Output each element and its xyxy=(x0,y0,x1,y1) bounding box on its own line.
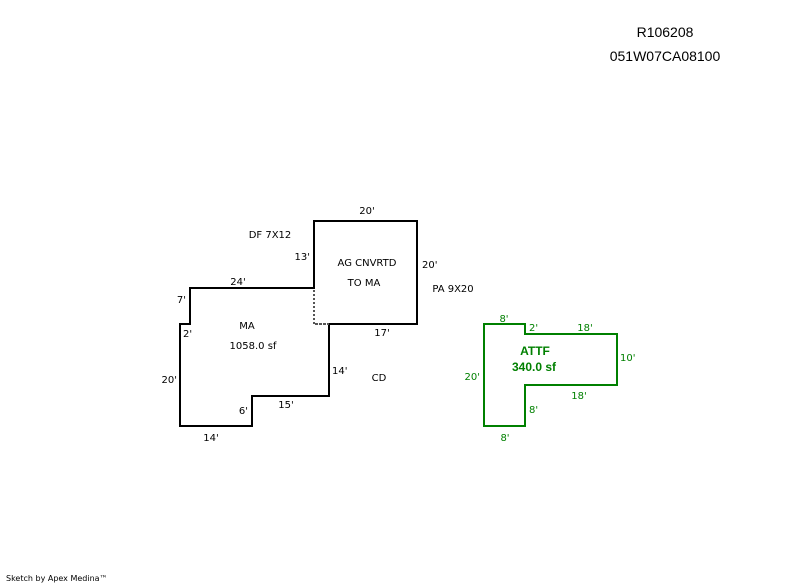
ma-outline xyxy=(179,220,418,427)
ma-dim-bottom: 14' xyxy=(203,433,218,444)
attf-outline xyxy=(483,323,618,427)
ma-dim-step-up: 6' xyxy=(239,406,248,417)
ma-dim-top: 24' xyxy=(230,277,245,288)
ag-dim-right: 20' xyxy=(422,260,437,271)
record-id: R106208 xyxy=(636,24,694,40)
ag-label-line1: AG CNVRTD xyxy=(338,258,397,269)
ma-label: MA xyxy=(239,321,255,332)
ma-dim-left-upper: 7' xyxy=(177,295,186,306)
ma-dim-bottom-right: 15' xyxy=(278,400,293,411)
ag-divider-dotted xyxy=(313,289,329,325)
sketch-credit: Sketch by Apex Medina™ xyxy=(6,574,108,583)
ma-dim-left: 20' xyxy=(162,375,177,386)
ma-dim-right: 14' xyxy=(332,366,347,377)
attf-dim-left: 20' xyxy=(465,372,480,383)
ma-dim-step: 2' xyxy=(183,329,192,340)
attf-dim-right: 10' xyxy=(620,353,635,364)
attf-dim-step: 2' xyxy=(529,323,538,334)
cd-label: CD xyxy=(372,373,387,384)
df-label: DF 7X12 xyxy=(249,230,292,241)
attf-label: ATTF xyxy=(520,344,550,358)
ag-dim-top: 20' xyxy=(359,206,374,217)
ag-dim-left: 13' xyxy=(295,252,310,263)
attf-dim-step-down: 8' xyxy=(529,405,538,416)
ma-area: 1058.0 sf xyxy=(230,341,277,352)
ag-label-line2: TO MA xyxy=(347,278,381,289)
attf-dim-bottom-right: 18' xyxy=(571,391,586,402)
attf-dim-top-left: 8' xyxy=(499,314,508,325)
pa-label: PA 9X20 xyxy=(432,284,473,295)
attf-dim-top-right: 18' xyxy=(577,323,592,334)
map-number: 051W07CA08100 xyxy=(609,48,721,64)
attf-dim-bottom: 8' xyxy=(500,433,509,444)
ag-dim-bottom: 17' xyxy=(374,328,389,339)
attf-area: 340.0 sf xyxy=(512,360,557,374)
